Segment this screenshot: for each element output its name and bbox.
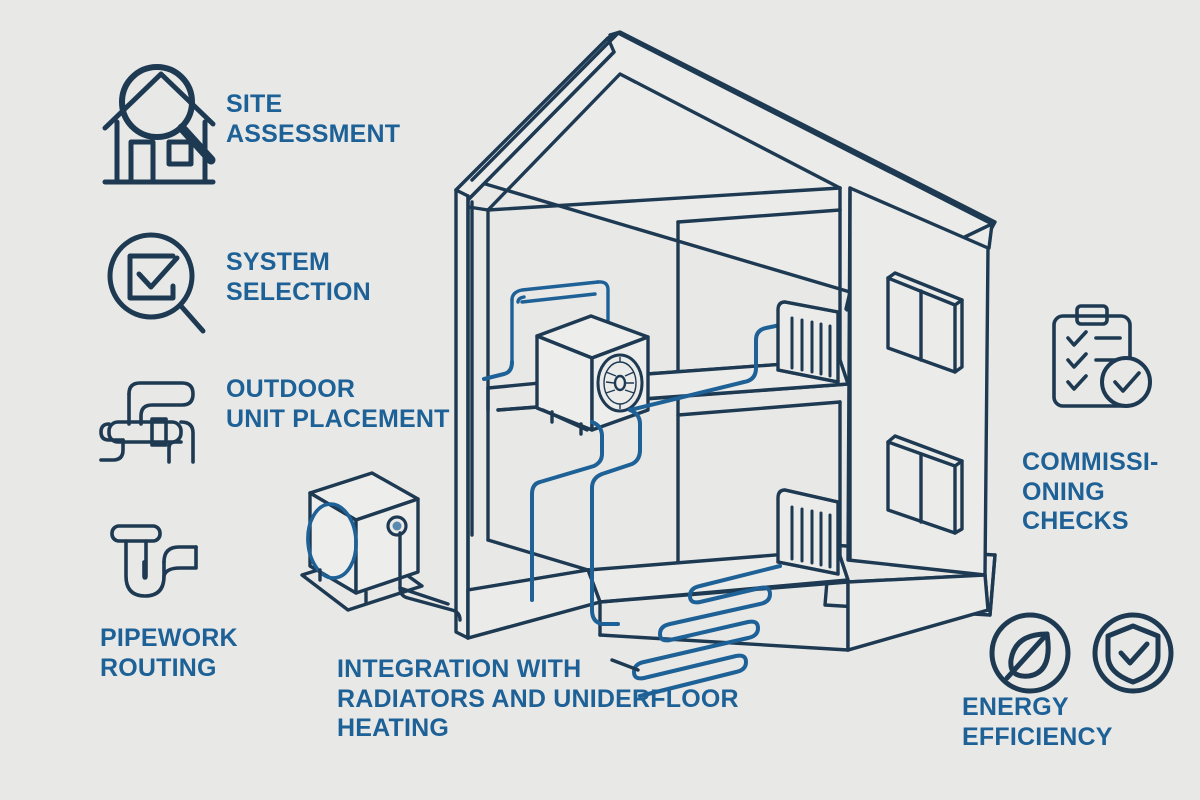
u-bend-pipe-icon [100, 510, 205, 610]
icon-pipe-right-inner [167, 440, 183, 464]
icon-check-badge [1100, 356, 1152, 408]
heat-pump-indoor-unit [510, 280, 650, 436]
icon-leaf-stem [1004, 631, 1050, 681]
icon-checkbox-frame [127, 253, 176, 301]
icon-pipe-right-arm [162, 545, 198, 564]
house-cutaway-diagram [240, 10, 1070, 750]
icon-pipe-right-cap [162, 545, 198, 578]
lower-back-wall-top [676, 400, 842, 417]
underfloor-coil-path [632, 564, 782, 698]
icon-shield-shape [1105, 623, 1161, 685]
pipe-to-upper-radiator [628, 322, 787, 412]
label-energy-efficiency: ENERGY EFFICIENCY [962, 693, 1113, 751]
icon-magnifier-handle [178, 303, 206, 334]
indoor-unit-fan-grille [596, 353, 644, 413]
pipe-outdoor-to-house [398, 531, 462, 622]
upper-back-wall-top [676, 208, 842, 224]
label-system-selection: SYSTEM SELECTION [226, 248, 371, 306]
icon-checkmark-3 [1066, 374, 1088, 391]
clipboard-check-icon [1046, 302, 1156, 417]
icon-badge-checkmark [1113, 371, 1141, 393]
label-integration: INTEGRATION WITH RADIATORS AND UNIDERFLO… [337, 655, 739, 742]
icon-checkmark-2 [1066, 352, 1088, 369]
icon-leaf-circle [989, 612, 1071, 694]
icon-pipe-bottom-left [99, 438, 125, 462]
label-pipework-routing: PIPEWORK ROUTING [100, 624, 238, 682]
shield-check-icon [1088, 608, 1183, 698]
outdoor-unit-drum [306, 502, 358, 580]
label-site-assessment: SITE ASSESSMENT [226, 90, 401, 148]
wall-left-edge [454, 188, 470, 640]
icon-clipboard-clip [1075, 304, 1109, 326]
foundation-slab-right [846, 573, 990, 652]
underfloor-heating-coils [610, 564, 782, 698]
window-lower [886, 434, 964, 535]
icon-pipe-flange [110, 524, 162, 543]
radiator-lower-fins [790, 505, 832, 569]
radiator-upper-fins [790, 316, 832, 378]
heat-pump-outdoor-unit [300, 471, 424, 612]
icon-u-bend-outer [124, 539, 166, 598]
label-commissioning-checks: COMMISSI- ONING CHECKS [1022, 448, 1159, 535]
floor-hatch-mark [610, 658, 640, 672]
icon-house-door [128, 139, 156, 185]
icon-u-bend-inner [142, 539, 148, 580]
label-outdoor-unit-placement: OUTDOOR UNIT PLACEMENT [226, 375, 450, 433]
icon-magnifier-handle [177, 123, 216, 165]
icon-magnifier-lens [119, 64, 195, 140]
radiator-lower [776, 488, 840, 576]
icon-pipe-right-down [179, 420, 195, 464]
radiator-upper [776, 300, 840, 384]
pipe-fitting-icon [97, 372, 209, 470]
icon-pipe-left-cap [99, 422, 125, 442]
pipe-down-left-riser [530, 420, 604, 602]
icon-pipe-horizontal [107, 420, 183, 444]
gable-left-edge [460, 50, 616, 208]
icon-magnifier-lens [107, 232, 195, 320]
leaf-icon [985, 608, 1080, 698]
icon-pipe-top-bend [127, 381, 195, 426]
pipe-indoor-to-wall [482, 360, 514, 381]
icon-pipe-coupling [150, 417, 168, 447]
icon-shield-circle [1092, 612, 1174, 694]
icon-checkmark-1 [1066, 330, 1088, 347]
gable-interior-edge [486, 72, 842, 212]
icon-check-mark [136, 255, 180, 290]
window-upper [886, 271, 964, 374]
icon-house-window [166, 139, 194, 167]
pipe-down-right-riser [590, 408, 642, 612]
magnifier-checkbox-icon [103, 230, 208, 340]
icon-shield-checkmark [1118, 641, 1150, 666]
pipe-bottom-connect [590, 608, 620, 626]
indoor-unit-rear-pipe-right [596, 280, 610, 354]
house-magnifier-icon [95, 60, 220, 190]
